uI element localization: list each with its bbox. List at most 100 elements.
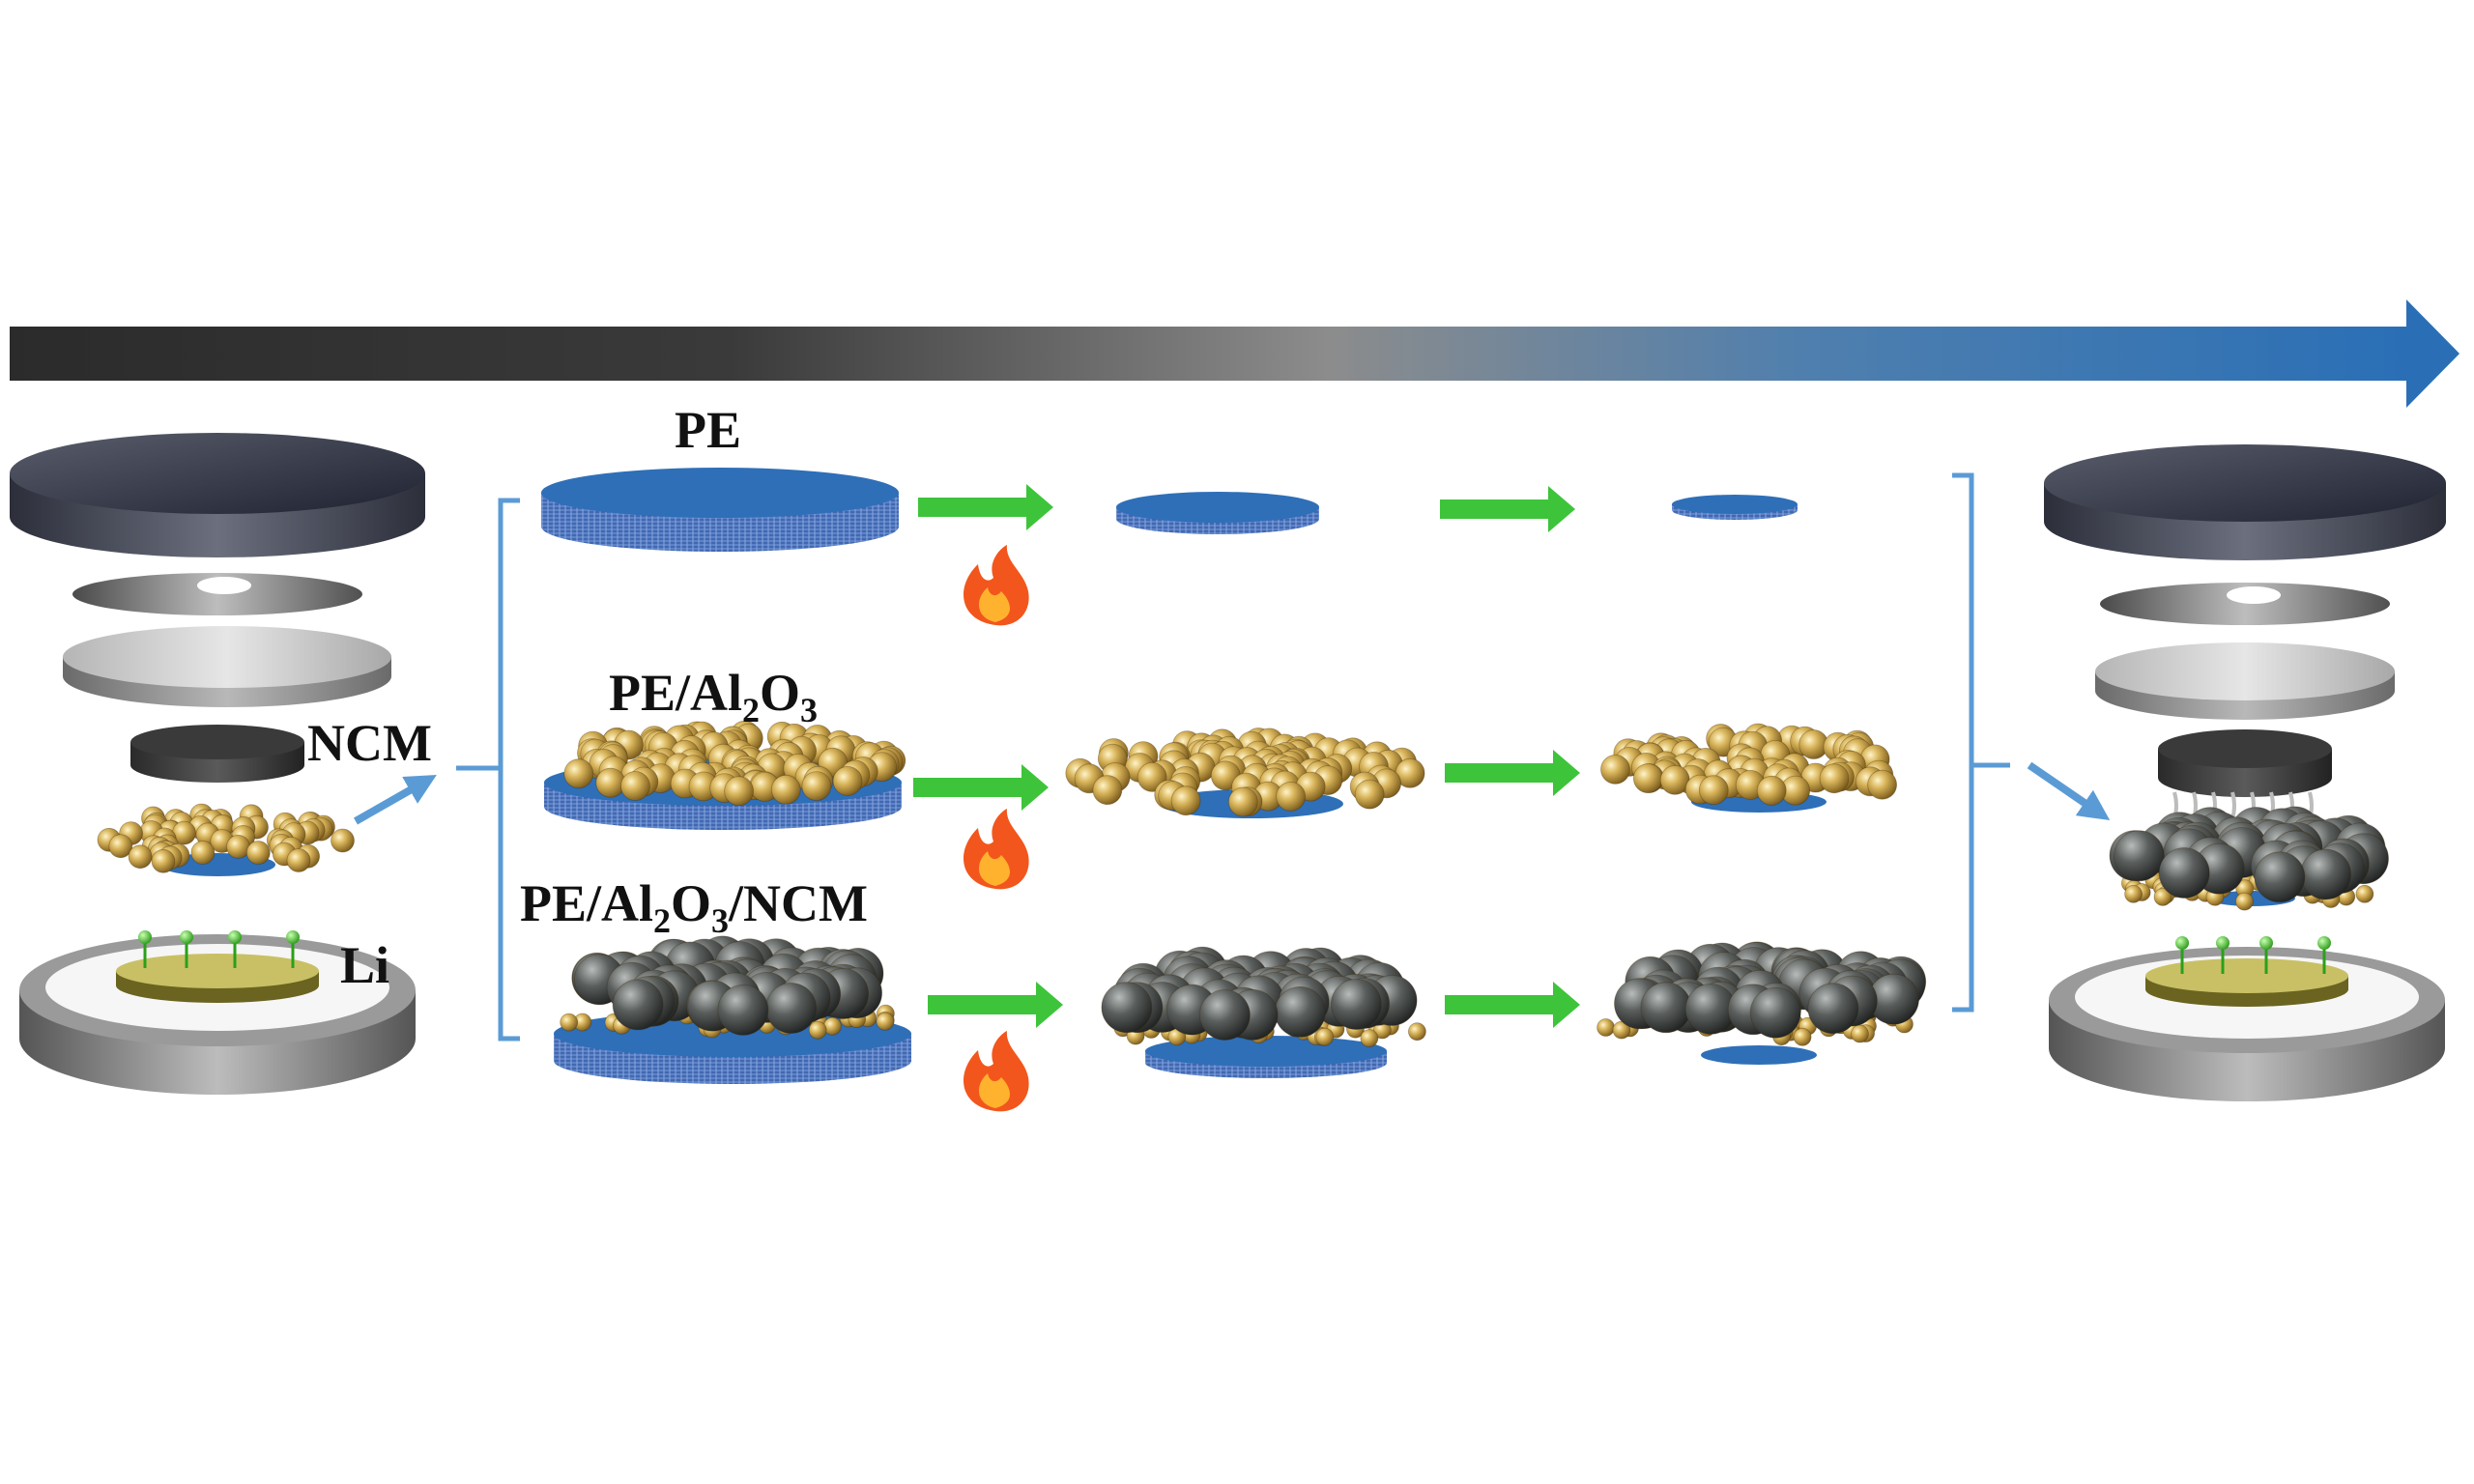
alumina-particles [1065,728,1425,817]
coin-cell-left [10,433,425,1095]
label-pe: PE [675,401,742,459]
ncm-particle [1101,982,1153,1034]
flame-icon [964,1031,1029,1112]
lithium-dendrite-tip [228,930,242,944]
alumina-particle [2153,888,2172,906]
alumina-particles [1600,723,1897,806]
alumina-particle [770,774,801,805]
ncm-particle [1640,982,1692,1034]
lithium-dendrite-tip [180,930,193,944]
pe-separator-initial [541,468,899,552]
ncm-particle [2113,830,2165,882]
alumina-particle [2124,884,2143,903]
ncm-particle [1331,979,1382,1030]
alumina-particle [190,841,216,865]
alumina-particle [724,776,754,807]
coin-cell-cap [10,433,425,557]
ncm-particle [1807,983,1859,1035]
spacer-disc [63,626,391,707]
alumina-particle [1851,1024,1869,1043]
alumina-particle [876,1012,895,1031]
alumina-particle [595,767,626,798]
alumina-particle [1408,1022,1426,1042]
ncm-cathode [2158,729,2332,797]
pe-al2o3-ncm-row [554,935,1927,1084]
flame-icon [964,545,1029,626]
alumina-particle [560,1013,579,1032]
process-arrow [918,484,1053,530]
alumina-particle [1698,775,1729,806]
alumina-particle [2355,884,2374,903]
alumina-particle [1600,755,1630,785]
alumina-particle [2235,892,2254,911]
alumina-particle [832,766,863,796]
ncm-cathode [130,725,304,783]
alumina-particle [1819,763,1850,794]
alumina-particle [801,771,832,801]
alumina-particle [1315,1027,1335,1046]
label-li: Li [340,936,390,994]
pe-separator-shrunk-1 [1116,492,1319,534]
pe-al2o3-ncm-separator-heated-2 [1701,1045,1817,1065]
alumina-particle [151,848,176,873]
left-bracket [456,498,520,1042]
alumina-particle [1170,785,1201,816]
process-arrow [928,982,1063,1028]
process-arrows [913,484,1580,1028]
alumina-particle [1756,775,1787,806]
spring-washer [2100,583,2390,625]
alumina-particle [1276,782,1306,812]
timeline-arrow [10,300,2460,408]
alumina-particle [245,841,271,865]
lithium-dendrite-tip [2259,936,2273,950]
alumina-particle [1612,1020,1631,1040]
ncm-particle [2300,848,2352,900]
lithium-dendrite-tip [2175,936,2189,950]
pe-al2o3-row [544,720,1897,830]
alumina-particle [286,848,311,872]
right-bracket [1952,472,2010,1013]
lithium-dendrite-tip [138,930,152,944]
ncm-particle [612,979,664,1031]
alumina-particle [1793,1027,1812,1046]
label-ncm: NCM [307,714,432,772]
ncm-particle [2254,851,2306,903]
alumina-particle [226,835,250,859]
alumina-particle [1228,786,1258,817]
lithium-anode [116,954,319,1003]
alumina-particle [1597,1018,1615,1037]
lithium-anode [2145,958,2348,1007]
lithium-dendrite [138,930,300,968]
alumina-particle [1360,1029,1379,1047]
alumina-particle [563,758,594,789]
ncm-particle [765,983,818,1034]
ncm-particle [1749,986,1801,1039]
pe-row [541,468,1798,552]
coin-cell-cap [2044,444,2446,560]
alumina-particle [128,844,153,870]
label-pe-al2o3: PE/Al2O3 [609,664,819,729]
coin-cell-right [2044,444,2446,1101]
alumina-particle [1354,779,1385,810]
alumina-particle [620,771,650,801]
ncm-particle-layer [1597,941,1927,1046]
ncm-particle [1199,989,1251,1041]
alumina-particle [1632,763,1663,793]
alumina-particle [108,834,133,859]
ncm-particle [717,985,769,1036]
flow-arrow-in [354,775,437,825]
lithium-dendrite-tip [2216,936,2229,950]
pe-separator-shrunk-2 [1672,495,1798,520]
ncm-particle-layer [2109,806,2389,911]
spring-washer [72,573,362,615]
alumina-particle [808,1020,827,1040]
ncm-particle [2158,847,2210,899]
alumina-particle [331,828,355,853]
process-arrow [1440,486,1575,532]
alumina-particles [97,803,355,873]
process-arrow [1445,982,1580,1028]
flow-arrow-out [2027,761,2111,821]
alumina-particle [1867,769,1897,800]
ncm-particle [1274,986,1326,1038]
